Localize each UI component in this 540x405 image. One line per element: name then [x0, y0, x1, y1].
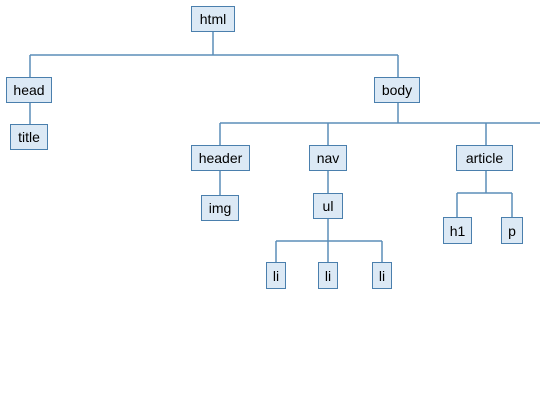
edge-html-children	[29, 32, 399, 77]
node-li-1: li	[266, 262, 286, 289]
node-head: head	[6, 77, 52, 103]
edge-article-children	[456, 171, 513, 217]
node-header: header	[191, 145, 250, 171]
node-ul: ul	[313, 193, 343, 219]
node-title: title	[10, 124, 48, 150]
node-html: html	[191, 6, 235, 32]
edge-body-children	[219, 103, 540, 145]
edge-ul-items	[275, 219, 383, 262]
node-li-2: li	[318, 262, 338, 289]
node-article: article	[456, 145, 513, 171]
node-img: img	[201, 195, 239, 221]
node-p: p	[501, 217, 523, 244]
node-body: body	[374, 77, 420, 103]
node-nav: nav	[309, 145, 347, 171]
node-li-3: li	[372, 262, 392, 289]
node-h1: h1	[443, 217, 472, 244]
